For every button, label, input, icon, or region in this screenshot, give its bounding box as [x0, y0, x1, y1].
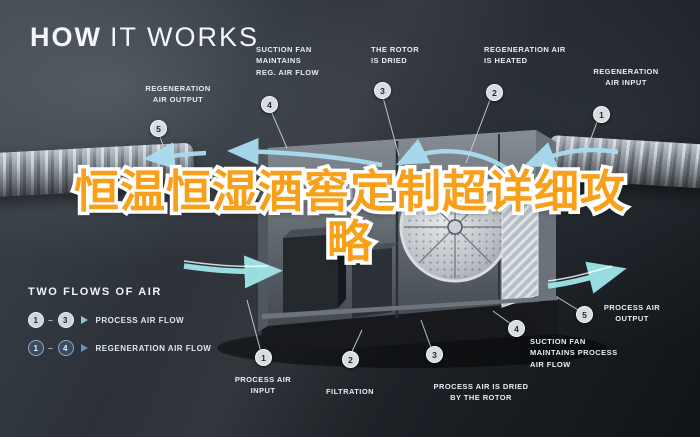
legend-chip-1-process: 1 [28, 312, 44, 328]
title-word-it-works: IT WORKS [109, 22, 259, 52]
title-word-how: HOW [30, 22, 102, 52]
legend-title: TWO FLOWS OF AIR [28, 286, 162, 298]
badge-2-filtration: 2 [342, 351, 359, 368]
badge-3-process-dried: 3 [426, 346, 443, 363]
overlay-title-text: 恒温恒湿酒窖定制超详细攻 略 [73, 165, 626, 269]
badge-1-regeneration-input: 1 [593, 106, 610, 123]
legend-two-flows: TWO FLOWS OF AIR 1 – 3 PROCESS AIR FLOW … [28, 286, 211, 368]
badge-5-regeneration-output: 5 [150, 120, 167, 137]
badge-1-process-input: 1 [255, 349, 272, 366]
badge-2-air-heated: 2 [486, 84, 503, 101]
label-process-air-dried-by-rotor: PROCESS AIR IS DRIED BY THE ROTOR [433, 382, 529, 403]
label-regeneration-air-output: REGENERATION AIR OUTPUT [145, 84, 211, 105]
badge-3-rotor-dried: 3 [374, 82, 391, 99]
legend-dash: – [48, 343, 54, 353]
regeneration-flow-arrow-icon [80, 344, 88, 352]
legend-label-regeneration: REGENERATION AIR FLOW [95, 343, 212, 353]
overlay-title: 恒温恒湿酒窖定制超详细攻 略 恒温恒湿酒窖定制超详细攻 略 [0, 163, 700, 271]
label-suction-fan-process-air: SUCTION FAN MAINTAINS PROCESS AIR FLOW [530, 337, 618, 369]
label-regeneration-air-input: REGENERATION AIR INPUT [593, 67, 659, 88]
legend-dash: – [48, 315, 54, 325]
label-filtration: FILTRATION [326, 387, 374, 396]
badge-5-process-output: 5 [576, 306, 593, 323]
label-rotor-is-dried: THE ROTOR IS DRIED [371, 45, 420, 66]
badge-4-regeneration-fan: 4 [261, 96, 278, 113]
legend-chip-1-regen: 1 [28, 340, 44, 356]
legend-label-process: PROCESS AIR FLOW [95, 315, 185, 325]
label-process-air-input: PROCESS AIR INPUT [234, 375, 292, 396]
process-flow-arrow-icon [80, 316, 88, 324]
legend-chip-3-process: 3 [57, 312, 74, 328]
label-suction-fan-reg-air: SUCTION FAN MAINTAINS REG. AIR FLOW [256, 45, 320, 77]
legend-row-regeneration: 1 – 4 REGENERATION AIR FLOW [28, 340, 211, 356]
badge-4-process-fan: 4 [508, 320, 525, 337]
label-regeneration-air-heated: REGENERATION AIR IS HEATED [484, 45, 566, 66]
legend-chip-4-regen: 4 [57, 340, 74, 356]
legend-row-process: 1 – 3 PROCESS AIR FLOW [28, 312, 211, 328]
label-process-air-output: PROCESS AIR OUTPUT [603, 303, 661, 324]
